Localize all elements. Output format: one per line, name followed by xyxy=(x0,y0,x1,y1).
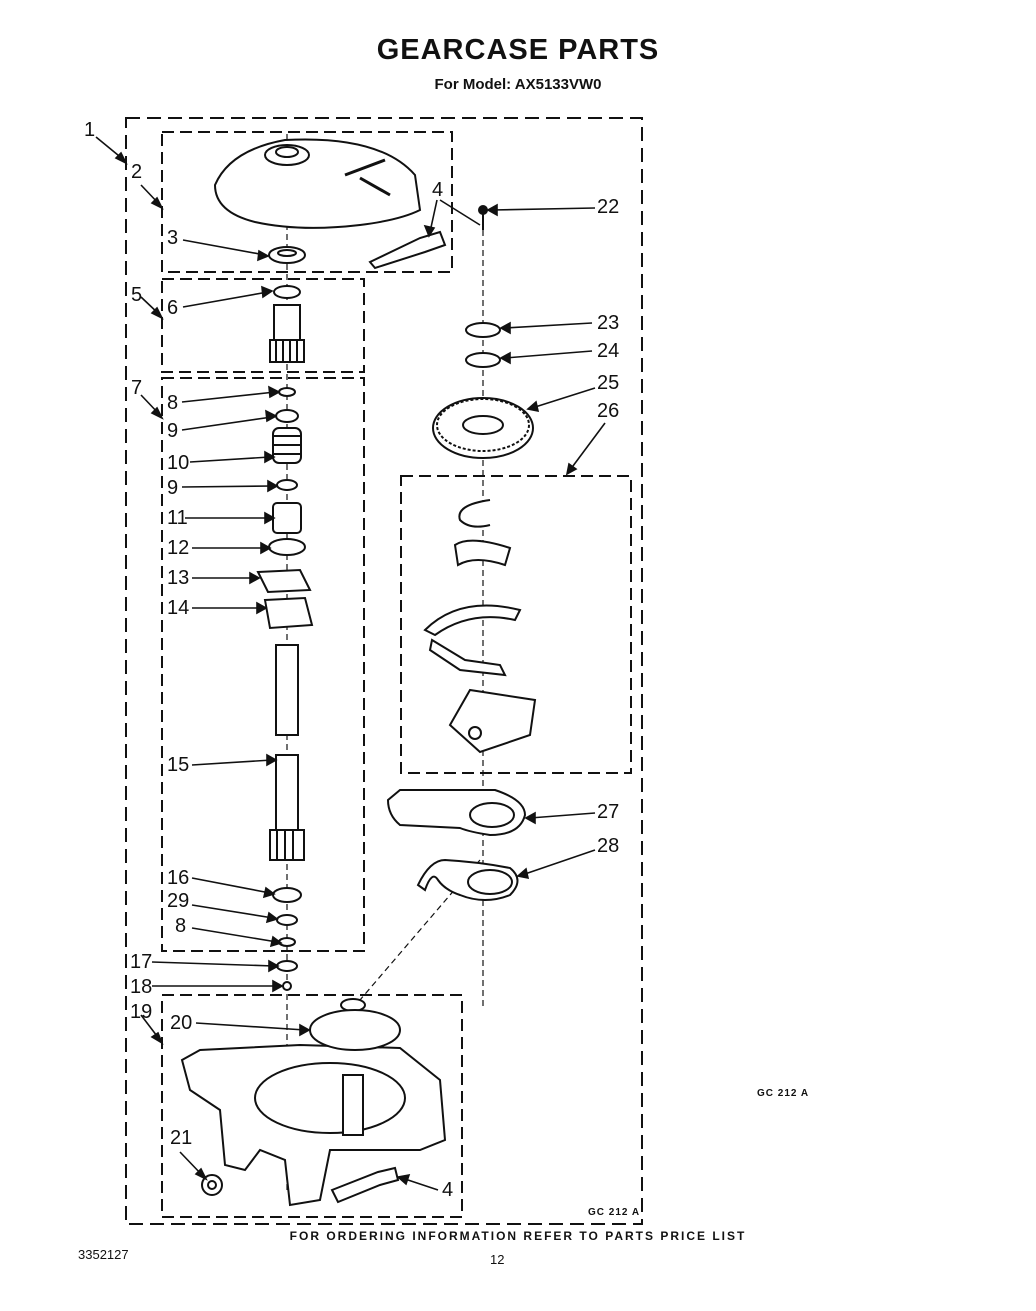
document-number: 3352127 xyxy=(78,1247,129,1262)
callout-5: 5 xyxy=(131,284,143,306)
assembly-box-19 xyxy=(161,994,463,1218)
clutch-assembly-part-26 xyxy=(423,499,537,754)
ordering-footer: FOR ORDERING INFORMATION REFER TO PARTS … xyxy=(289,1229,747,1243)
callout-20: 20 xyxy=(170,1012,193,1034)
callout-9-second: 9 xyxy=(167,477,179,499)
page-number: 12 xyxy=(490,1252,505,1267)
grease-tube-part-4-bottom xyxy=(330,1166,400,1204)
lower-small-parts xyxy=(272,887,302,991)
lever-part-28 xyxy=(416,858,519,901)
callout-15: 15 xyxy=(167,754,190,776)
grease-tube-part-4 xyxy=(368,230,447,270)
callout-4-second: 4 xyxy=(442,1179,454,1201)
assembly-box-26 xyxy=(400,475,632,774)
callout-4: 4 xyxy=(432,179,444,201)
callout-7: 7 xyxy=(131,377,143,399)
shaft-part-15 xyxy=(269,644,305,861)
assembly-box-7 xyxy=(161,377,365,952)
page-title: GEARCASE PARTS xyxy=(376,34,660,66)
seal-part-3 xyxy=(268,246,306,264)
callout-6: 6 xyxy=(167,297,179,319)
callout-29: 29 xyxy=(167,890,190,912)
callout-14: 14 xyxy=(167,597,190,619)
assembly-box-2 xyxy=(161,131,453,273)
callout-1: 1 xyxy=(84,119,96,141)
screw-part-22 xyxy=(478,205,488,230)
callout-12: 12 xyxy=(167,537,190,559)
callout-10: 10 xyxy=(167,452,190,474)
diagram-code-inner: GC 212 A xyxy=(588,1207,641,1218)
callout-9: 9 xyxy=(167,420,179,442)
callout-8: 8 xyxy=(167,392,179,414)
callout-17: 17 xyxy=(130,951,153,973)
gear-stack-right xyxy=(432,322,534,459)
callout-16: 16 xyxy=(167,867,190,889)
callout-3: 3 xyxy=(167,227,179,249)
callout-22: 22 xyxy=(597,196,620,218)
callout-8-second: 8 xyxy=(175,915,187,937)
callout-2: 2 xyxy=(131,161,143,183)
callout-21: 21 xyxy=(170,1127,193,1149)
callout-11: 11 xyxy=(167,507,188,529)
cam-part-27 xyxy=(386,789,527,837)
callout-25: 25 xyxy=(597,372,620,394)
assembly-box-5 xyxy=(161,278,365,373)
gearcase-base-part-19 xyxy=(180,998,447,1207)
callout-26: 26 xyxy=(597,400,620,422)
gearcase-cover xyxy=(213,138,422,229)
small-parts-stack xyxy=(256,387,314,630)
callout-27: 27 xyxy=(597,801,620,823)
callout-18: 18 xyxy=(130,976,153,998)
callout-23: 23 xyxy=(597,312,620,334)
assembly-box-outer xyxy=(125,117,643,1225)
diagram-code-side: GC 212 A xyxy=(757,1088,810,1099)
callout-24: 24 xyxy=(597,340,620,362)
callout-19: 19 xyxy=(130,1001,153,1023)
model-subtitle: For Model: AX5133VW0 xyxy=(434,76,602,93)
callout-28: 28 xyxy=(597,835,620,857)
pinion-part-6 xyxy=(269,285,305,363)
callout-13: 13 xyxy=(167,567,190,589)
